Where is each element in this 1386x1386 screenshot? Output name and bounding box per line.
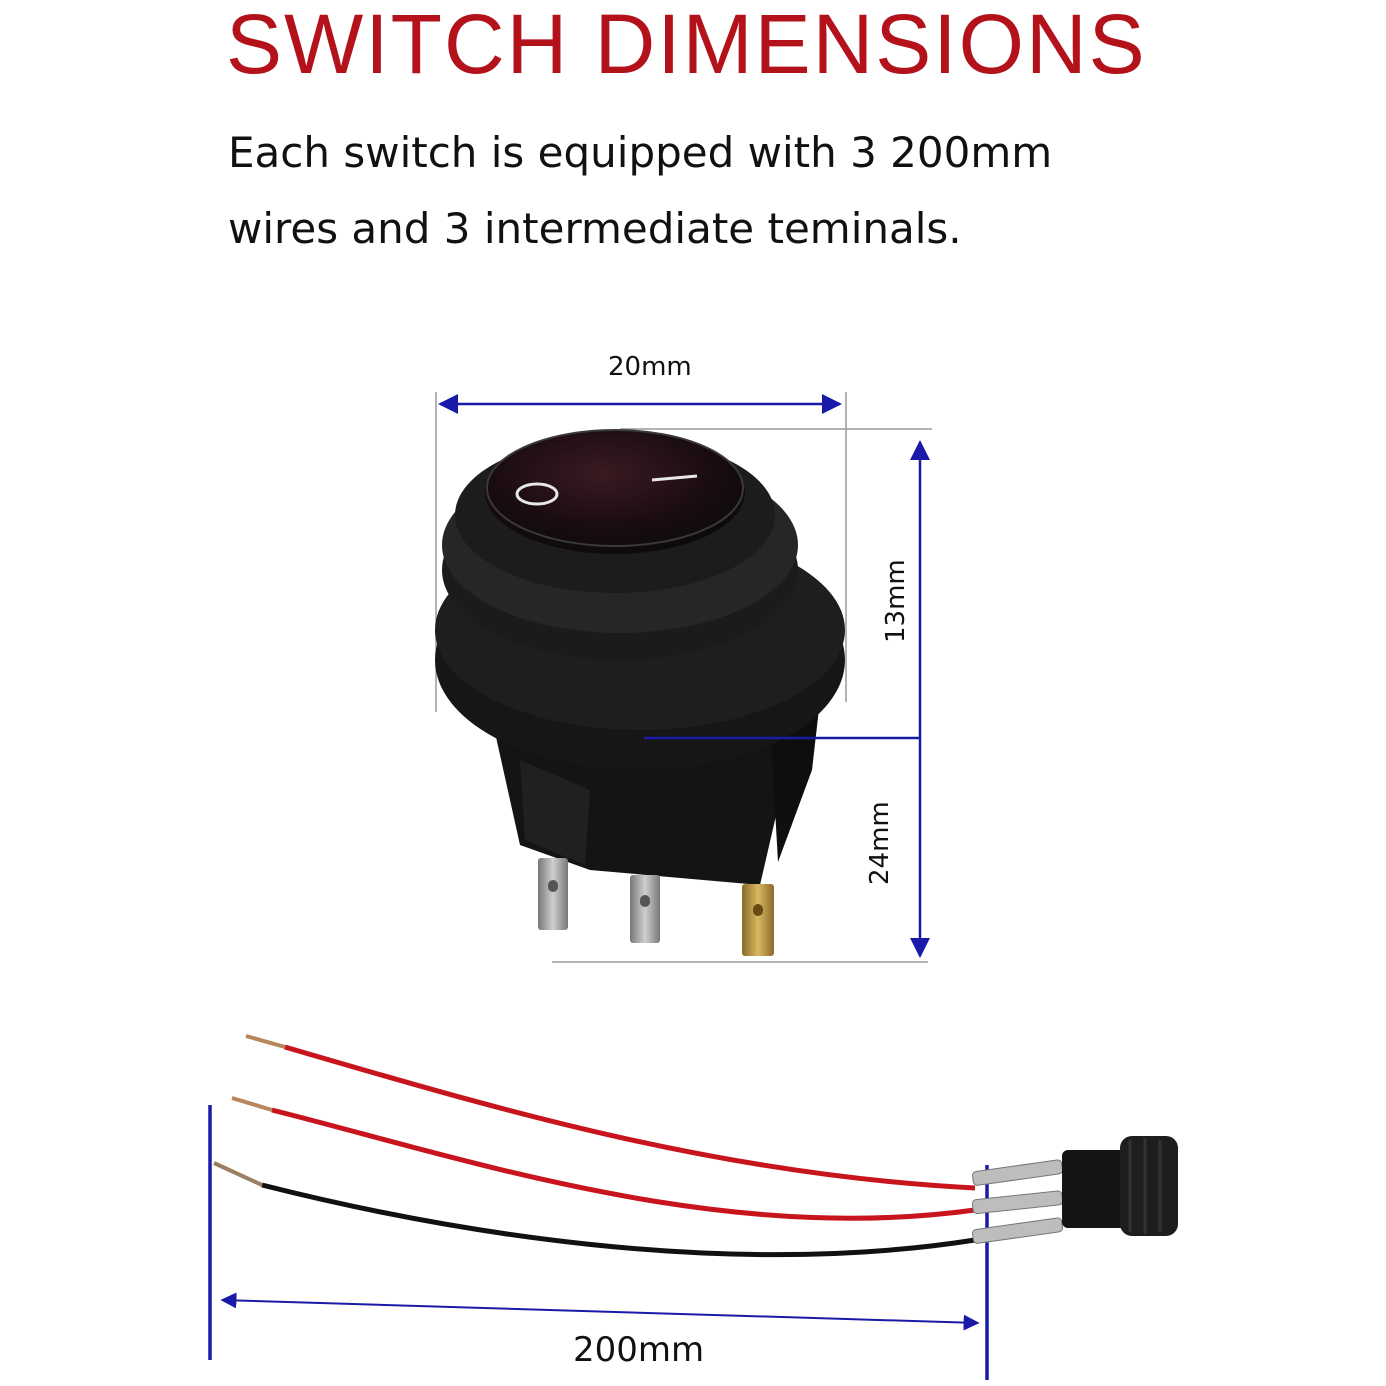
description-line-2: wires and 3 intermediate teminals. xyxy=(228,204,962,253)
black-wire xyxy=(261,1182,976,1258)
terminal-right xyxy=(742,884,774,956)
width-label: 20mm xyxy=(608,352,692,382)
height-bottom-label: 24mm xyxy=(865,801,895,885)
wires-section xyxy=(208,1034,1178,1380)
height-top-label: 13mm xyxy=(881,559,911,643)
wire-length-arrow xyxy=(220,1292,980,1331)
description-line-1: Each switch is equipped with 3 200mm xyxy=(228,128,1053,177)
page-title: SWITCH DIMENSIONS xyxy=(226,0,1147,91)
terminal-middle xyxy=(630,875,660,943)
rocker-switch xyxy=(435,429,845,956)
wire-length-label: 200mm xyxy=(573,1330,705,1370)
red-wire-2 xyxy=(271,1107,976,1221)
terminal-left xyxy=(538,858,568,930)
off-symbol xyxy=(515,482,559,506)
on-symbol xyxy=(651,474,698,482)
red-wire-1 xyxy=(284,1044,976,1191)
dimension-lines xyxy=(438,394,930,958)
